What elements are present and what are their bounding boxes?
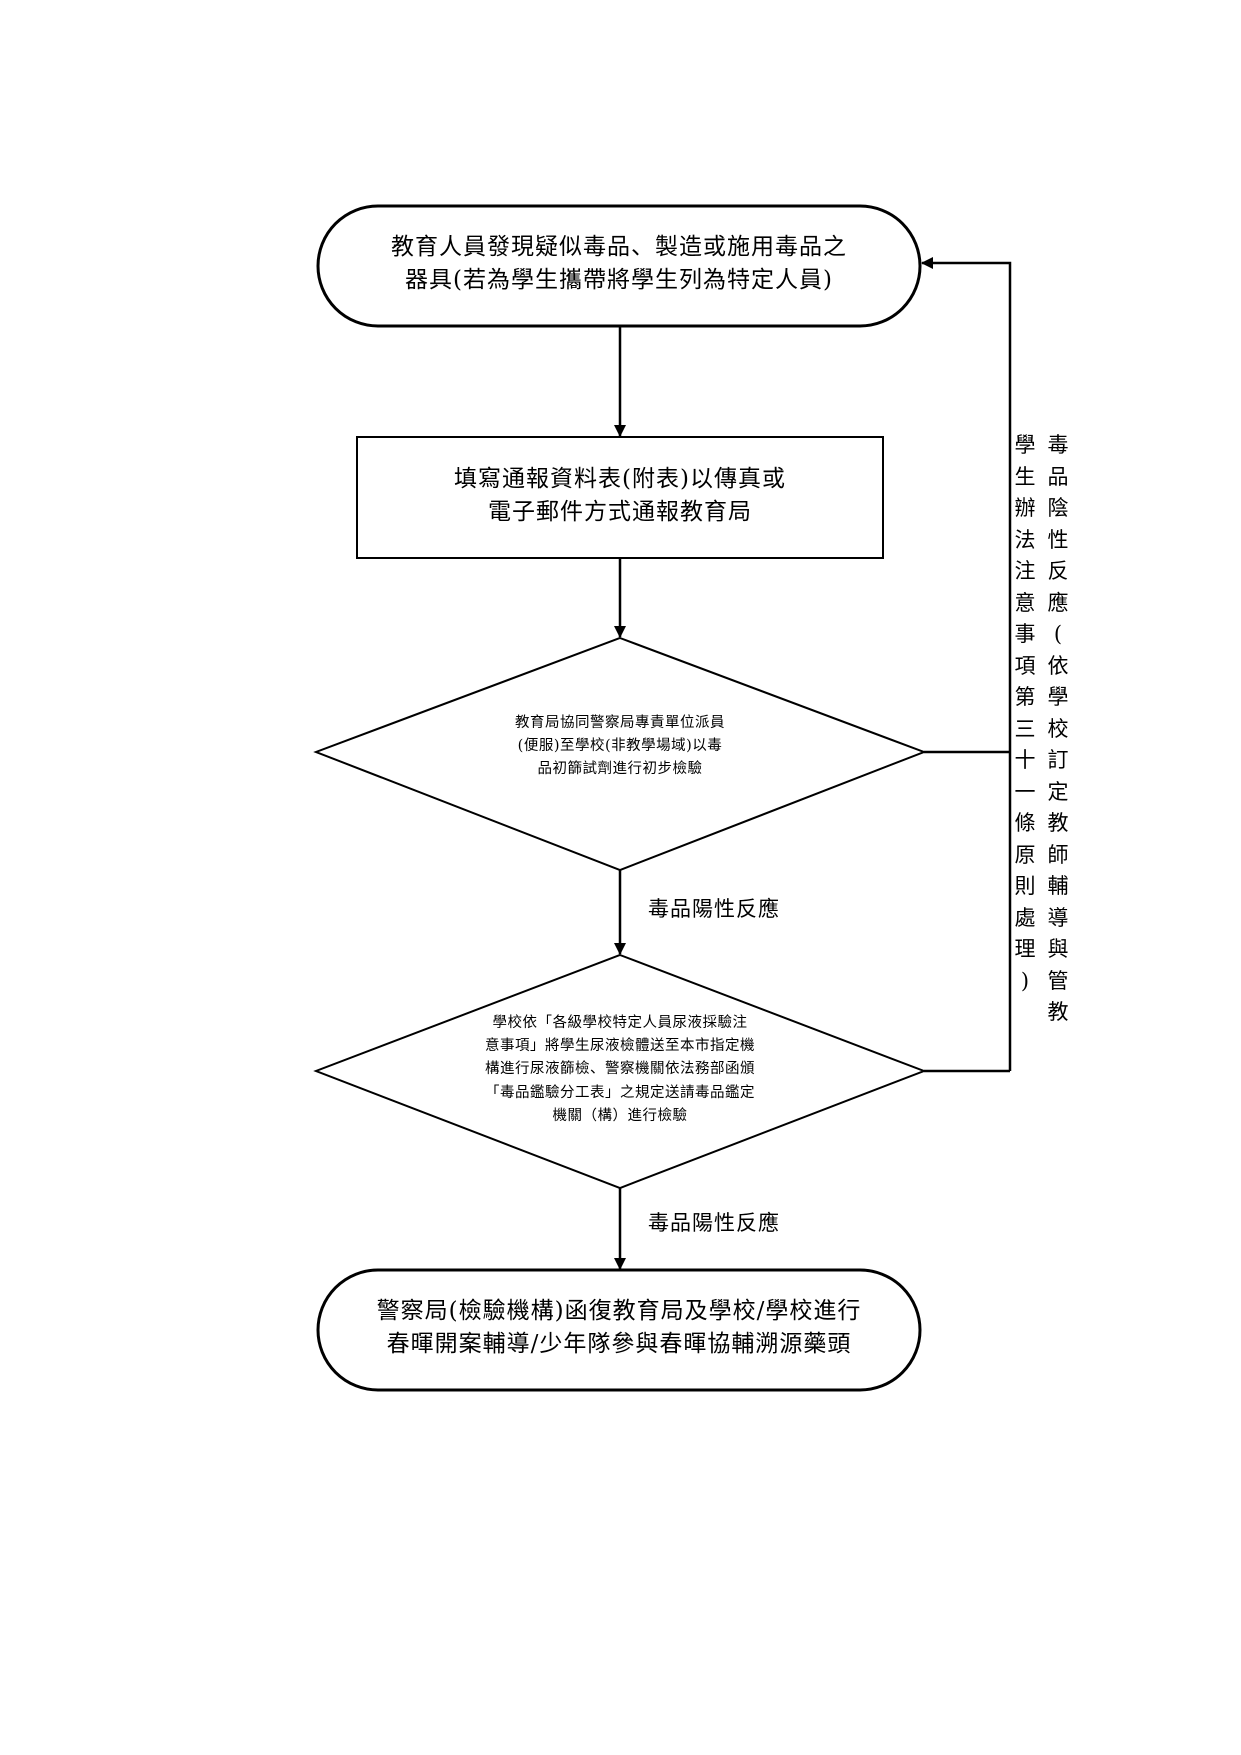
feedback-label-char: 學: [1014, 433, 1036, 457]
report-process-shape: [356, 436, 884, 559]
feedback-label-char: 應: [1047, 590, 1069, 615]
feedback-label-char: 品: [1047, 464, 1069, 489]
report-node-text: 填寫通報資料表(附表)以傳真或 電子郵件方式通報教育局: [357, 463, 883, 530]
feedback-label-char: 校: [1047, 716, 1069, 741]
screening-line-1: 教育局協同警察局專責單位派員: [515, 715, 725, 731]
feedback-label-char: 師: [1047, 842, 1069, 867]
feedback-label-char: 導: [1047, 905, 1069, 930]
edge-label-positive-1: 毒品陽性反應: [648, 897, 780, 921]
feedback-label-char: 依: [1047, 653, 1069, 678]
feedback-label-char: 三: [1014, 716, 1036, 741]
urine-test-node-text: 學校依「各級學校特定人員尿液採驗注 意事項」將學生尿液檢體送至本市指定機 構進行…: [420, 1012, 820, 1128]
screening-node-text: 教育局協同警察局專責單位派員 (便服)至學校(非教學場域)以毒 品初篩試劑進行初…: [420, 712, 820, 782]
feedback-label-char: 法: [1014, 527, 1036, 552]
urine-line-2: 意事項」將學生尿液檢體送至本市指定機: [485, 1038, 755, 1055]
feedback-label-column-2: 學生辦法注意事項第三十一條原則處理): [1012, 430, 1038, 997]
feedback-label-char: 與: [1047, 937, 1069, 961]
feedback-label-char: 管: [1047, 968, 1069, 993]
feedback-label-char: 一: [1014, 779, 1036, 804]
urine-line-3: 構進行尿液篩檢、警察機關依法務部函頒: [485, 1061, 755, 1078]
feedback-label-char: 輔: [1047, 874, 1069, 898]
feedback-label-char: 意: [1014, 590, 1036, 615]
end-line-1: 警察局(檢驗機構)函復教育局及學校/學校進行: [376, 1298, 862, 1324]
urine-line-5: 機關（構）進行檢驗: [552, 1107, 688, 1124]
feedback-label-char: 學: [1047, 685, 1069, 709]
feedback-label-char: 辦: [1014, 496, 1036, 520]
urine-line-1: 學校依「各級學校特定人員尿液採驗注: [492, 1015, 748, 1031]
feedback-label-char: 教: [1047, 811, 1069, 835]
feedback-label-char: 訂: [1047, 748, 1069, 772]
feedback-label-char: 十: [1014, 748, 1036, 772]
end-terminal-shape: [316, 1268, 922, 1392]
feedback-label-column-1: 毒品陰性反應(依學校訂定教師輔導與管教: [1045, 430, 1071, 1029]
end-line-2: 春暉開案輔導/少年隊參與春暉協輔溯源藥頭: [386, 1331, 852, 1358]
feedback-label-char: 注: [1014, 559, 1036, 583]
report-line-1: 填寫通報資料表(附表)以傳真或: [454, 466, 786, 492]
feedback-label-char: 處: [1014, 905, 1036, 930]
start-line-1: 教育人員發現疑似毒品、製造或施用毒品之: [391, 234, 847, 260]
urine-line-4: 「毒品鑑驗分工表」之規定送請毒品鑑定: [485, 1084, 755, 1101]
feedback-label-char: 陰: [1047, 496, 1069, 520]
screening-line-2: (便服)至學校(非教學場域)以毒: [517, 738, 723, 755]
feedback-label-char: 定: [1047, 779, 1069, 804]
report-line-2: 電子郵件方式通報教育局: [488, 499, 752, 526]
feedback-return-arrow: [921, 257, 1012, 1071]
feedback-label-char: 則: [1014, 874, 1036, 898]
start-node-text: 教育人員發現疑似毒品、製造或施用毒品之 器具(若為學生攜帶將學生列為特定人員): [318, 231, 920, 298]
feedback-label-char: 教: [1047, 1000, 1069, 1024]
feedback-label-char: 毒: [1047, 433, 1069, 457]
edge-label-positive-2: 毒品陽性反應: [648, 1211, 780, 1235]
feedback-label-char: 生: [1014, 464, 1036, 489]
feedback-label-char: ): [1020, 968, 1030, 993]
feedback-label-char: 第: [1014, 685, 1036, 709]
end-node-text: 警察局(檢驗機構)函復教育局及學校/學校進行 春暉開案輔導/少年隊參與春暉協輔溯…: [318, 1295, 920, 1362]
screening-line-3: 品初篩試劑進行初步檢驗: [537, 761, 703, 778]
feedback-label-char: 事: [1014, 622, 1036, 646]
feedback-label-char: 理: [1014, 937, 1036, 961]
feedback-label-char: 反: [1047, 559, 1069, 583]
feedback-label-char: 原: [1014, 842, 1036, 867]
start-line-2: 器具(若為學生攜帶將學生列為特定人員): [405, 267, 833, 294]
feedback-label-char: 項: [1014, 653, 1036, 678]
feedback-label-char: 條: [1014, 811, 1036, 835]
feedback-label-char: (: [1053, 622, 1063, 646]
feedback-label-char: 性: [1047, 527, 1069, 552]
